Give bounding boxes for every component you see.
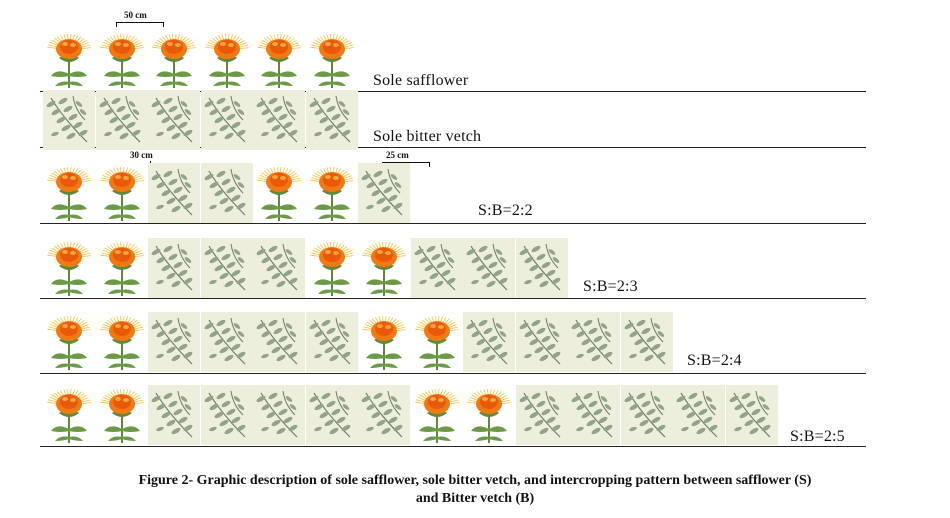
safflower-plant (43, 30, 95, 90)
bitter-vetch-plant (410, 238, 463, 298)
bitter-vetch-plant (148, 90, 200, 150)
bitter-vetch-plant (515, 385, 568, 445)
row-label-sole-safflower: Sole safflower (373, 72, 469, 89)
bitter-vetch-plant (305, 90, 358, 150)
row-divider-line (40, 446, 866, 447)
bitter-vetch-plant (515, 238, 568, 298)
safflower-plant (463, 385, 515, 445)
bitter-vetch-plant (200, 163, 253, 223)
row-label-ratio-2-4: S:B=2:4 (687, 352, 742, 369)
safflower-plant (201, 30, 253, 90)
safflower-plant (306, 238, 358, 298)
bitter-vetch-plant (725, 385, 778, 445)
safflower-plant (96, 385, 148, 445)
bitter-vetch-plant (253, 312, 305, 372)
safflower-plant (43, 163, 95, 223)
bitter-vetch-plant (148, 163, 200, 223)
bitter-vetch-plant (253, 90, 305, 150)
bitter-vetch-plant (568, 312, 620, 372)
bitter-vetch-plant (305, 385, 358, 445)
bitter-vetch-plant (200, 312, 253, 372)
safflower-plant (43, 238, 95, 298)
bitter-vetch-plant (358, 385, 410, 445)
bitter-vetch-plant (358, 163, 410, 223)
row-label-sole-bitter-vetch: Sole bitter vetch (373, 128, 482, 145)
row-label-ratio-2-3: S:B=2:3 (583, 278, 638, 295)
dimension-bracket-safflower (116, 22, 164, 27)
bitter-vetch-plant (148, 238, 200, 298)
bitter-vetch-plant (200, 385, 253, 445)
safflower-plant (306, 163, 358, 223)
bitter-vetch-plant (463, 312, 515, 372)
bitter-vetch-plant (463, 238, 515, 298)
safflower-plant (96, 312, 148, 372)
bitter-vetch-plant (148, 385, 200, 445)
safflower-plant (253, 163, 305, 223)
safflower-plant (43, 312, 95, 372)
row-divider-line (40, 91, 866, 92)
row-divider-line (40, 373, 866, 374)
safflower-plant (43, 385, 95, 445)
bitter-vetch-plant (515, 312, 568, 372)
bitter-vetch-plant (253, 385, 305, 445)
bitter-vetch-plant (253, 238, 305, 298)
bitter-vetch-plant (200, 238, 253, 298)
bitter-vetch-plant (200, 90, 253, 150)
dimension-vetch-spacing: 25 cm (386, 150, 409, 160)
safflower-plant (411, 385, 463, 445)
bitter-vetch-plant (148, 312, 200, 372)
bitter-vetch-plant (620, 385, 673, 445)
dimension-intercrop-gap: 30 cm (130, 150, 153, 160)
safflower-plant (306, 30, 358, 90)
row-divider-line (40, 223, 866, 224)
safflower-plant (358, 238, 410, 298)
figure-caption-line-2: and Bitter vetch (B) (415, 491, 535, 506)
bitter-vetch-plant (673, 385, 725, 445)
row-label-ratio-2-5: S:B=2:5 (790, 428, 845, 445)
figure-caption-line-1: Figure 2- Graphic description of sole sa… (138, 473, 812, 488)
bitter-vetch-plant (620, 312, 673, 372)
safflower-plant (253, 30, 305, 90)
row-divider-line (40, 298, 866, 299)
safflower-plant (148, 30, 200, 90)
bitter-vetch-plant (305, 312, 358, 372)
bitter-vetch-plant (43, 90, 95, 150)
bitter-vetch-plant (568, 385, 620, 445)
safflower-plant (96, 238, 148, 298)
safflower-plant (96, 30, 148, 90)
dimension-safflower-spacing: 50 cm (124, 10, 147, 20)
safflower-plant (411, 312, 463, 372)
bitter-vetch-plant (95, 90, 148, 150)
safflower-plant (358, 312, 410, 372)
safflower-plant (96, 163, 148, 223)
row-label-ratio-2-2: S:B=2:2 (478, 202, 533, 219)
row-divider-line (40, 147, 866, 148)
